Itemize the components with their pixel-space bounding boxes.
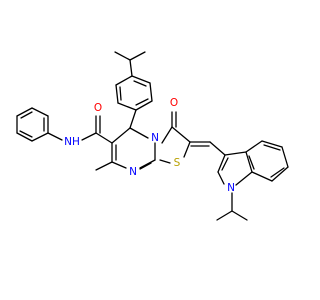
bond [117, 102, 137, 111]
amide-nh-label: NH [64, 136, 80, 148]
bond [135, 98, 149, 106]
bonds [16, 51, 289, 221]
bond [231, 210, 248, 221]
bond [19, 130, 33, 138]
bond [245, 151, 253, 173]
bond [95, 161, 113, 171]
bond [115, 84, 119, 104]
bond [81, 132, 97, 141]
bond [183, 141, 191, 158]
bond [261, 140, 283, 148]
bond [209, 141, 226, 156]
ketone-oxygen-label: O [170, 97, 178, 109]
bond [114, 51, 131, 61]
bond [129, 109, 137, 129]
bond [129, 51, 146, 61]
bond [235, 171, 253, 186]
bond [281, 146, 289, 168]
bond [31, 132, 49, 142]
bond [171, 126, 191, 143]
bond [159, 159, 171, 164]
bond [16, 107, 33, 117]
bond [149, 82, 153, 102]
structure-canvas: NH O N O N S N [16, 51, 289, 221]
ring-nitrogen-label: N [151, 132, 159, 144]
bond [217, 171, 225, 185]
thiazole-sulfur-label: S [174, 157, 181, 169]
bond [270, 167, 285, 178]
bond [20, 111, 33, 119]
bond [224, 151, 247, 156]
atom-labels: NH O N O N S N [64, 97, 235, 194]
bond [248, 155, 255, 170]
bond [133, 80, 147, 87]
molecule-structure: NH O N O N S N [16, 51, 289, 221]
bond [135, 100, 153, 111]
indole-nitrogen-label: N [227, 182, 235, 194]
bond [131, 75, 151, 84]
bond [217, 154, 226, 173]
pyrimidine-nitrogen-label: N [129, 166, 137, 178]
bond [111, 161, 127, 169]
bond [115, 75, 133, 86]
bond [263, 144, 281, 151]
bond [221, 157, 229, 171]
bond [119, 86, 122, 101]
bond [16, 132, 33, 142]
bond [245, 140, 263, 153]
bond [216, 210, 233, 221]
bond [139, 162, 152, 170]
bond [111, 127, 131, 144]
bond [95, 132, 113, 144]
amide-oxygen-label: O [94, 102, 102, 114]
bond [129, 59, 133, 77]
bond [271, 166, 289, 182]
bond [139, 159, 156, 169]
bond [251, 171, 273, 182]
bond [161, 126, 173, 144]
bond [47, 132, 63, 141]
bond [129, 127, 149, 139]
bond [31, 107, 49, 117]
